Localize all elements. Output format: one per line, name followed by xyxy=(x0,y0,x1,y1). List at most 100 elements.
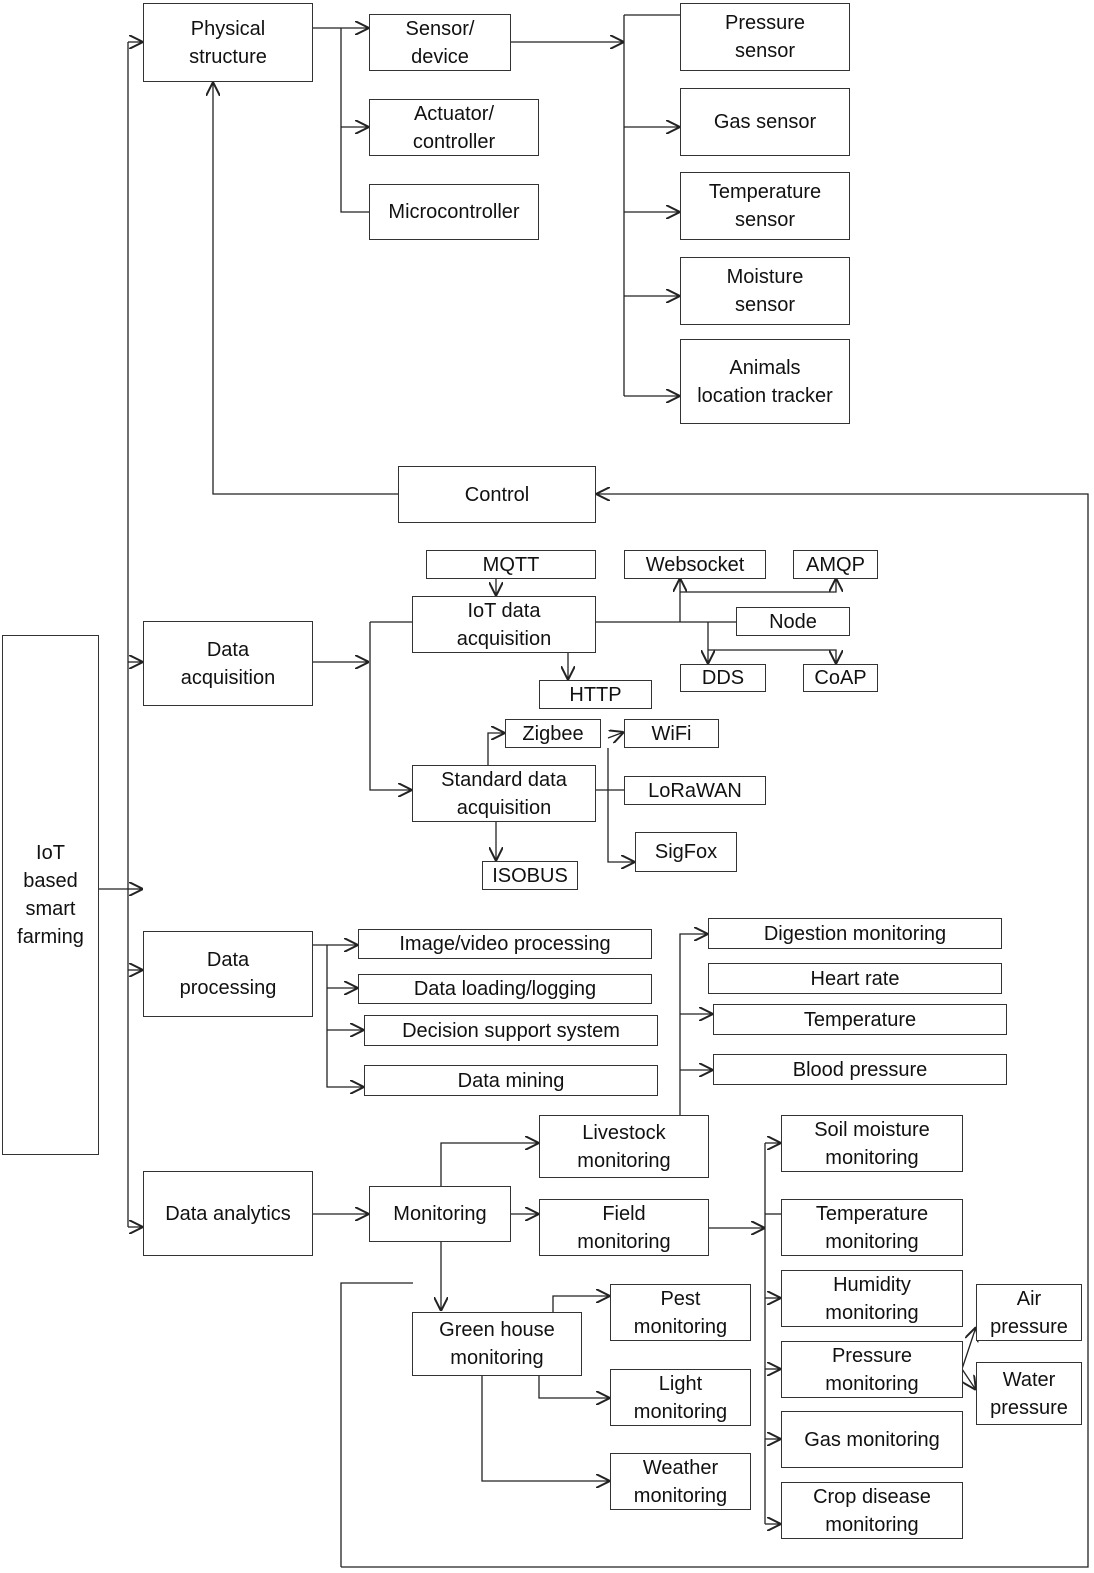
node-label: Pest monitoring xyxy=(633,1287,728,1338)
node-gas-sensor: Gas sensor xyxy=(680,88,850,156)
node-animals-location-tracker: Animals location tracker xyxy=(680,339,850,424)
node-moisture-sensor: Moisture sensor xyxy=(680,257,850,325)
node-label: Pressure sensor xyxy=(724,12,806,62)
node-label: DDS xyxy=(701,667,745,689)
node-field-monitoring: Field monitoring xyxy=(539,1199,709,1256)
node-label: MQTT xyxy=(482,553,540,576)
node-label: Weather monitoring xyxy=(633,1456,728,1507)
root-iot-smart-farming: IoT based smart farming xyxy=(2,635,99,1155)
node-label: Animals location tracker xyxy=(697,356,833,407)
node-label: Soil moisture monitoring xyxy=(814,1118,930,1169)
node-label: Humidity monitoring xyxy=(825,1273,919,1324)
node-label: SigFox xyxy=(654,841,718,863)
node-label: Physical structure xyxy=(189,17,267,68)
node-label: LoRaWAN xyxy=(648,779,742,802)
node-label: Gas monitoring xyxy=(804,1428,940,1451)
node-decision-support-system: Decision support system xyxy=(364,1015,658,1046)
node-label: Microcontroller xyxy=(388,201,520,223)
node-label: Field monitoring xyxy=(577,1202,671,1253)
node-temperature-monitoring: Temperature monitoring xyxy=(781,1199,963,1256)
node-label: HTTP xyxy=(569,683,622,706)
node-livestock-temperature: Temperature xyxy=(713,1004,1007,1035)
node-label: Sensor/ device xyxy=(405,17,475,68)
node-air-pressure: Air pressure xyxy=(976,1284,1082,1341)
node-label: Heart rate xyxy=(810,967,900,990)
node-label: Decision support system xyxy=(402,1019,620,1042)
node-iot-data-acquisition: IoT data acquisition xyxy=(412,596,596,653)
node-coap: CoAP xyxy=(803,664,878,692)
node-dds: DDS xyxy=(680,664,766,692)
node-label: Air pressure xyxy=(990,1287,1068,1338)
node-label: Data analytics xyxy=(165,1202,291,1225)
node-soil-moisture-monitoring: Soil moisture monitoring xyxy=(781,1115,963,1172)
node-label: Temperature xyxy=(803,1008,917,1031)
node-data-acquisition: Data acquisition xyxy=(143,621,313,706)
node-gas-monitoring: Gas monitoring xyxy=(781,1411,963,1468)
node-label: Image/video processing xyxy=(399,933,611,955)
node-blood-pressure: Blood pressure xyxy=(713,1054,1007,1085)
node-lorawan: LoRaWAN xyxy=(624,776,766,805)
node-sigfox: SigFox xyxy=(635,832,737,872)
node-greenhouse-monitoring: Green house monitoring xyxy=(412,1312,582,1376)
node-water-pressure: Water pressure xyxy=(976,1362,1082,1425)
node-standard-data-acquisition: Standard data acquisition xyxy=(412,765,596,822)
node-label: Monitoring xyxy=(393,1203,487,1225)
node-label: Temperature sensor xyxy=(708,181,822,231)
node-weather-monitoring: Weather monitoring xyxy=(610,1453,751,1510)
node-label: Zigbee xyxy=(522,722,584,745)
node-label: WiFi xyxy=(651,722,692,745)
node-label: Data acquisition xyxy=(180,638,276,689)
node-physical-structure: Physical structure xyxy=(143,3,313,82)
node-temperature-sensor: Temperature sensor xyxy=(680,172,850,240)
node-data-mining: Data mining xyxy=(364,1065,658,1096)
node-mqtt: MQTT xyxy=(426,550,596,579)
node-label: Node xyxy=(769,610,817,633)
node-http: HTTP xyxy=(539,680,652,709)
node-websocket: Websocket xyxy=(624,550,766,579)
node-label: Green house monitoring xyxy=(439,1319,555,1369)
node-label: Data mining xyxy=(457,1069,565,1092)
node-label: Light monitoring xyxy=(633,1372,728,1423)
node-label: Water pressure xyxy=(990,1368,1068,1419)
node-zigbee: Zigbee xyxy=(505,719,601,748)
node-data-analytics: Data analytics xyxy=(143,1171,313,1256)
node-label: ISOBUS xyxy=(492,864,568,887)
node-digestion-monitoring: Digestion monitoring xyxy=(708,918,1002,949)
node-label: Actuator/ controller xyxy=(412,102,496,153)
node-data-loading-logging: Data loading/logging xyxy=(358,974,652,1004)
node-label: Websocket xyxy=(645,553,745,576)
node-pest-monitoring: Pest monitoring xyxy=(610,1284,751,1341)
node-label: Crop disease monitoring xyxy=(813,1485,931,1536)
node-isobus: ISOBUS xyxy=(482,861,578,890)
node-pressure-sensor: Pressure sensor xyxy=(680,3,850,71)
node-label: IoT data acquisition xyxy=(456,599,552,650)
node-label: AMQP xyxy=(806,553,865,576)
node-crop-disease-monitoring: Crop disease monitoring xyxy=(781,1482,963,1539)
node-light-monitoring: Light monitoring xyxy=(610,1369,751,1426)
node-label: CoAP xyxy=(814,667,867,689)
node-label: Livestock monitoring xyxy=(577,1121,671,1172)
node-image-video-processing: Image/video processing xyxy=(358,929,652,959)
node-amqp: AMQP xyxy=(793,550,878,579)
node-label: Blood pressure xyxy=(792,1058,928,1081)
node-label: Pressure monitoring xyxy=(825,1344,919,1395)
node-sensor-device: Sensor/ device xyxy=(369,14,511,71)
node-label: Standard data acquisition xyxy=(441,768,567,819)
node-microcontroller: Microcontroller xyxy=(369,184,539,240)
node-label: Digestion monitoring xyxy=(763,922,947,945)
node-node: Node xyxy=(736,607,850,636)
node-livestock-monitoring: Livestock monitoring xyxy=(539,1115,709,1178)
node-humidity-monitoring: Humidity monitoring xyxy=(781,1270,963,1327)
node-label: Gas sensor xyxy=(713,111,817,133)
node-heart-rate: Heart rate xyxy=(708,963,1002,994)
node-label: Data processing xyxy=(179,949,277,999)
node-label: Control xyxy=(464,483,530,506)
node-pressure-monitoring: Pressure monitoring xyxy=(781,1341,963,1398)
root-label: IoT based smart farming xyxy=(17,842,84,948)
node-monitoring: Monitoring xyxy=(369,1186,511,1242)
node-data-processing: Data processing xyxy=(143,931,313,1017)
node-label: Moisture sensor xyxy=(726,266,804,316)
node-label: Temperature monitoring xyxy=(815,1202,929,1253)
